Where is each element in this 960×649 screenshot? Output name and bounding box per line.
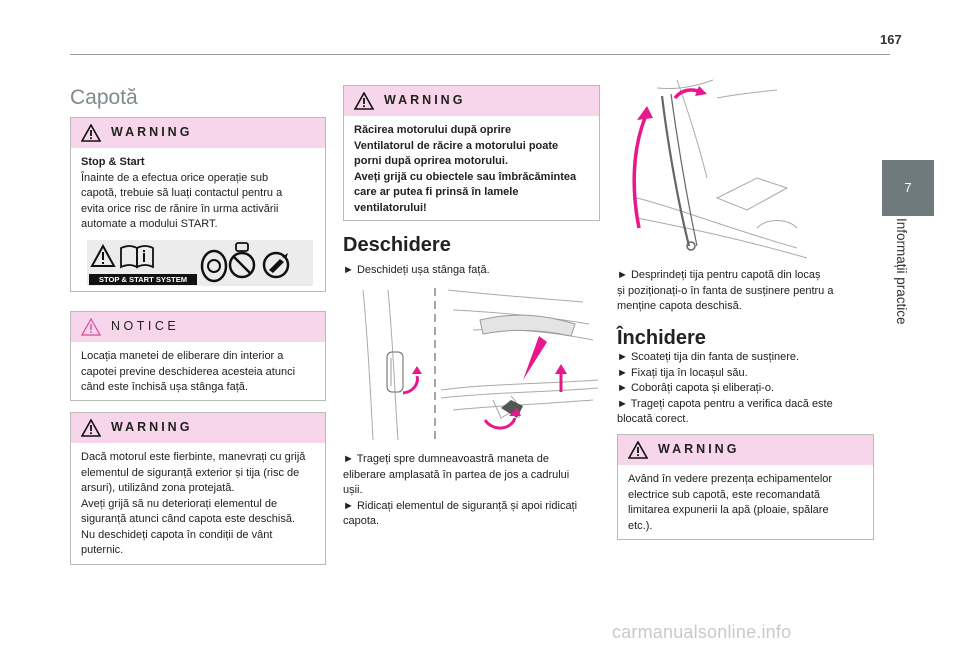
warning-text: Dacă motorul este fierbinte, manevrați c… bbox=[71, 443, 325, 567]
opening-step-1: ► Deschideți ușa stânga față. bbox=[343, 264, 490, 276]
warning-line: elementul de siguranță exterior și tija … bbox=[81, 466, 300, 479]
warning-header: WARNING bbox=[618, 435, 873, 465]
warning-text: Stop & Start Înainte de a efectua orice … bbox=[71, 148, 325, 241]
warning-line: ventilatorului! bbox=[354, 201, 427, 214]
warning-line: Aveți grijă cu obiectele sau îmbrăcămint… bbox=[354, 170, 577, 183]
warning-line: Ventilatorul de răcire a motorului poate bbox=[354, 139, 559, 152]
notice-line: când este închisă ușa stânga față. bbox=[81, 381, 248, 393]
warning-line: siguranță atunci când capota este deschi… bbox=[81, 513, 296, 525]
warning-triangle-icon bbox=[628, 441, 648, 459]
notice-line: Locația manetei de eliberare din interio… bbox=[81, 350, 284, 362]
warning-line: Nu deschideți capota în condiții de vânt bbox=[81, 528, 273, 541]
notice-box: NOTICE Locația manetei de eliberare din … bbox=[70, 311, 326, 401]
closing-steps: ► Scoateți tija din fanta de susținere. … bbox=[617, 350, 874, 428]
chapter-title-text: Informații practice bbox=[894, 218, 909, 325]
closing-prep-steps: ► Desprindeți tija pentru capotă din loc… bbox=[617, 268, 874, 315]
step-line: ► Fixați tija în locașul său. bbox=[617, 366, 748, 379]
step-line: capota. bbox=[343, 515, 380, 527]
warning-label: WARNING bbox=[658, 442, 740, 456]
opening-steps: ► Trageți spre dumneavoastră maneta de e… bbox=[343, 452, 600, 530]
notice-triangle-icon bbox=[81, 318, 101, 336]
warning-line: automate a modului START. bbox=[81, 218, 218, 230]
section-title-opening: Deschidere bbox=[343, 234, 451, 256]
warning-label: WARNING bbox=[111, 420, 193, 434]
warning-line: Dacă motorul este fierbinte, manevrați c… bbox=[81, 451, 306, 463]
notice-header: NOTICE bbox=[71, 312, 325, 342]
warning-line: electrice sub capotă, este recomandată bbox=[628, 488, 821, 501]
notice-line: capotei previne deschiderea acesteia atu… bbox=[81, 365, 296, 378]
watermark: carmanualsonline.info bbox=[612, 622, 792, 642]
step-line: blocată corect. bbox=[617, 413, 689, 425]
step-line: ușii. bbox=[343, 484, 363, 496]
warning-subtitle: Stop & Start bbox=[81, 156, 145, 168]
header-rule bbox=[70, 54, 890, 55]
step-line: ► Ridicați elementul de siguranță și apo… bbox=[343, 499, 578, 512]
hood-prop-rod-illustration bbox=[632, 79, 808, 259]
warning-line: Răcirea motorului după oprire bbox=[354, 124, 512, 136]
warning-line: etc.). bbox=[628, 519, 653, 532]
notice-text: Locația manetei de eliberare din interio… bbox=[71, 342, 325, 404]
page-number: 167 bbox=[880, 32, 902, 47]
warning-box-stop-start: WARNING Stop & Start Înainte de a efectu… bbox=[70, 117, 326, 292]
pictogram-icons bbox=[90, 242, 290, 283]
warning-header: WARNING bbox=[344, 86, 599, 116]
step-line: și poziționați-o în fanta de susținere p… bbox=[617, 284, 834, 297]
warning-box-electrical: WARNING Având în vedere prezența echipam… bbox=[617, 434, 874, 540]
notice-label: NOTICE bbox=[111, 319, 180, 333]
warning-line: care ar putea fi prinsă în lamele bbox=[354, 186, 519, 198]
step-line: ► Trageți spre dumneavoastră maneta de bbox=[343, 453, 549, 465]
warning-box-cooling-fan: WARNING Răcirea motorului după oprire Ve… bbox=[343, 85, 600, 221]
warning-label: WARNING bbox=[111, 125, 193, 139]
chapter-number: 7 bbox=[904, 180, 912, 195]
warning-line: arsuri), utilizând zona protejată. bbox=[81, 482, 235, 494]
warning-line: capotă, trebuie să luați contactul pentr… bbox=[81, 187, 283, 199]
page-title: Capotă bbox=[70, 86, 138, 109]
stop-start-banner: STOP & START SYSTEM bbox=[89, 274, 197, 285]
step-line: eliberare amplasată în partea de jos a c… bbox=[343, 468, 570, 481]
chapter-title: Informații practice bbox=[888, 218, 918, 348]
warning-triangle-icon bbox=[354, 92, 374, 110]
warning-text: Având în vedere prezența echipamentelor … bbox=[618, 465, 873, 542]
warning-line: limitarea expunerii la apă (ploaie, spăl… bbox=[628, 504, 829, 516]
step-line: ► Coborâți capota și eliberați-o. bbox=[617, 382, 775, 394]
section-title-closing: Închidere bbox=[617, 327, 706, 349]
warning-line: Înainte de a efectua orice operație sub bbox=[81, 171, 269, 184]
step-line: ► Scoateți tija din fanta de susținere. bbox=[617, 351, 800, 363]
warning-triangle-icon bbox=[81, 419, 101, 437]
warning-text: Răcirea motorului după oprire Ventilator… bbox=[344, 116, 599, 224]
warning-line: porni după oprirea motorului. bbox=[354, 155, 508, 167]
warning-line: Având în vedere prezența echipamentelor bbox=[628, 473, 833, 485]
warning-line: Aveți grijă să nu deteriorați elementul … bbox=[81, 497, 278, 510]
step-line: ► Trageți capota pentru a verifica dacă … bbox=[617, 397, 833, 410]
warning-header: WARNING bbox=[71, 118, 325, 148]
step-line: ► Desprindeți tija pentru capotă din loc… bbox=[617, 269, 821, 281]
warning-triangle-icon bbox=[81, 124, 101, 142]
hood-release-illustration bbox=[362, 288, 599, 441]
step-line: menține capota deschisă. bbox=[617, 300, 742, 312]
warning-line: puternic. bbox=[81, 544, 124, 556]
warning-header: WARNING bbox=[71, 413, 325, 443]
warning-label: WARNING bbox=[384, 93, 466, 107]
warning-box-hot-engine: WARNING Dacă motorul este fierbinte, man… bbox=[70, 412, 326, 565]
chapter-tab[interactable]: 7 bbox=[882, 160, 934, 216]
warning-line: evita orice risc de rănire în urma activ… bbox=[81, 202, 279, 215]
stop-start-pictograms: STOP & START SYSTEM bbox=[87, 240, 313, 286]
